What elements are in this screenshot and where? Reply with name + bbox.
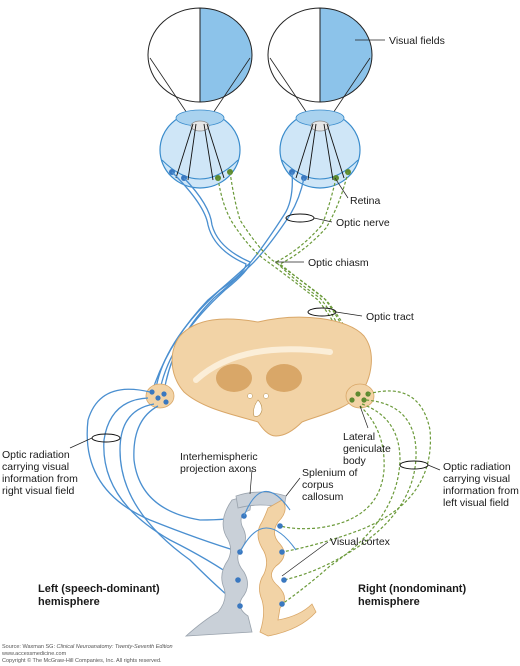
optic-nerve-marker <box>285 213 315 223</box>
right-visual-field <box>267 7 373 103</box>
optic-tract-marker <box>307 307 337 317</box>
left-optic-radiation <box>86 388 245 607</box>
label-visual-fields: Visual fields <box>389 35 445 47</box>
label-optic-radiation-right: Optic radiation carrying visual informat… <box>443 461 520 509</box>
right-occipital-cortex <box>257 499 317 637</box>
left-lgn <box>145 383 175 409</box>
interhemispheric-axons <box>239 490 297 553</box>
label-right-hemisphere: Right (nondominant) hemisphere <box>358 583 469 608</box>
label-interhemispheric: Interhemispheric projection axons <box>180 451 261 475</box>
label-splenium: Splenium of corpus callosum <box>302 467 360 503</box>
label-lateral-geniculate: Lateral geniculate body <box>343 431 394 467</box>
right-optic-radiation <box>279 390 432 605</box>
left-visual-field <box>147 7 253 103</box>
left-eye <box>159 109 241 189</box>
midbrain-section <box>171 316 372 437</box>
label-optic-tract: Optic tract <box>366 311 414 323</box>
left-radiation-marker <box>91 433 121 443</box>
left-occipital-cortex <box>184 493 253 637</box>
label-left-hemisphere: Left (speech-dominant) hemisphere <box>38 583 163 608</box>
source-line-3: Copyright © The McGraw-Hill Companies, I… <box>2 657 162 664</box>
source-line-2: www.accessmedicine.com <box>1 651 67 657</box>
leader-lines <box>69 39 441 577</box>
light-rays <box>175 123 345 181</box>
source-line-1: Source: Waxman SG: Clinical Neuroanatomy… <box>2 644 173 650</box>
label-optic-nerve: Optic nerve <box>336 217 390 229</box>
label-optic-chiasm: Optic chiasm <box>308 257 369 269</box>
label-retina: Retina <box>350 195 381 207</box>
right-radiation-marker <box>399 460 429 470</box>
right-lgn <box>345 383 375 409</box>
label-optic-radiation-left: Optic radiation carrying visual informat… <box>2 449 81 497</box>
label-visual-cortex: Visual cortex <box>330 536 391 548</box>
